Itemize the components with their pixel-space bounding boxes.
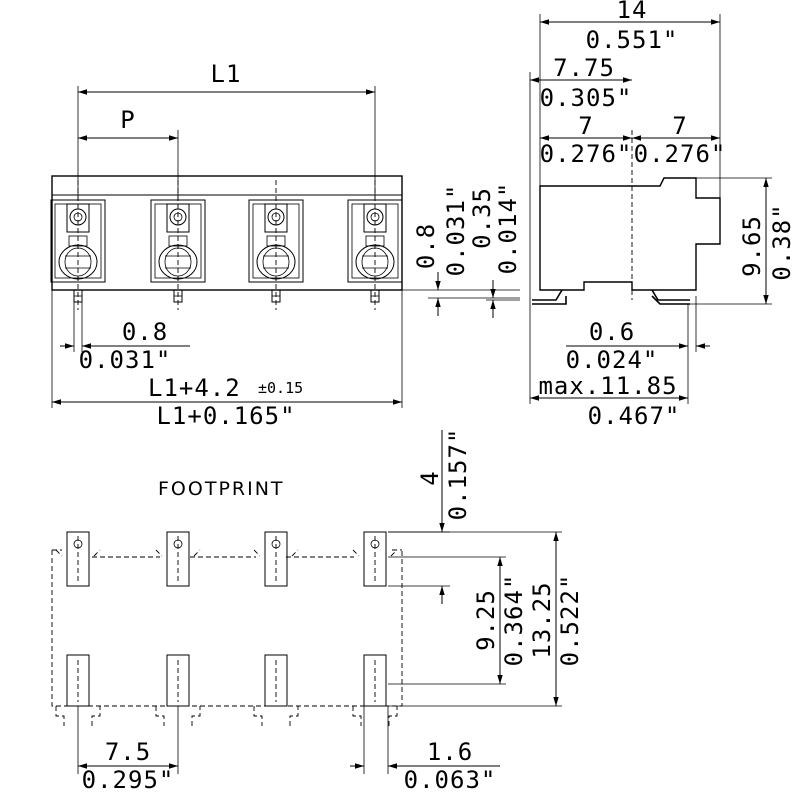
- dim-pitch: P: [120, 106, 135, 134]
- pad-bottom: [264, 654, 288, 707]
- pad-top: [66, 531, 90, 587]
- connector-body-side: [539, 177, 721, 291]
- footprint-pad-pair-3: [264, 531, 288, 707]
- pad-bottom: [363, 654, 387, 707]
- dim-standoff-mm: 0.8: [412, 223, 440, 269]
- dim-pad-w-mm: 1.6: [427, 738, 473, 766]
- dim-max-in: 0.467": [588, 402, 681, 430]
- terminal-3: [248, 180, 304, 310]
- footprint-view: FOOTPRINT 4 0.157" 9.25 0.364" 13.25 0.5…: [51, 428, 584, 794]
- dim-lead-mm: 0.6: [589, 318, 635, 346]
- dim-half-left-mm: 7: [578, 112, 593, 140]
- front-view: L1 P 0.8 0.031" L1+4.2 ±0.15 L1+0.165" 0…: [50, 60, 522, 430]
- dim-overall-tol: ±0.15: [258, 379, 303, 397]
- dim-half-right-in: 0.276": [634, 140, 727, 168]
- dim-pad-len-in: 0.157": [444, 428, 472, 521]
- dim-depth-in: 0.551": [586, 26, 679, 54]
- dim-lead-in: 0.024": [566, 346, 659, 374]
- dim-offset-in: 0.305": [540, 84, 633, 112]
- footprint-pad-pair-4: [363, 531, 387, 707]
- side-view: 14 0.551" 7.75 0.305" 7 7 0.276" 0.276" …: [529, 0, 796, 430]
- footprint-title: FOOTPRINT: [158, 478, 285, 500]
- dim-pad-w-in: 0.063": [404, 766, 497, 794]
- footprint-pad-pair-2: [166, 531, 190, 707]
- footprint-pad-pair-1: [66, 531, 90, 707]
- dim-pad-len-mm: 4: [416, 470, 444, 485]
- dim-standoff-in: 0.031": [442, 184, 470, 277]
- dim-inner-in: 0.364": [500, 574, 528, 667]
- dim-pitch-mm: 7.5: [105, 738, 151, 766]
- pad-top: [166, 531, 190, 587]
- dim-overall-in: L1+0.165": [156, 402, 295, 430]
- dim-overall-mm: L1+4.2: [148, 374, 241, 402]
- dim-pitch-in: 0.295": [82, 766, 175, 794]
- dim-height-in: 0.38": [768, 203, 796, 280]
- dim-height-mm: 9.65: [738, 215, 766, 277]
- dim-max-mm: max.11.85: [538, 372, 677, 400]
- dim-half-right-mm: 7: [672, 112, 687, 140]
- outline-notch: [253, 549, 299, 557]
- outline-notch: [55, 549, 101, 557]
- footprint-pads: [66, 531, 387, 707]
- dim-lead-thk-mm: 0.35: [468, 187, 496, 249]
- dim-inner-mm: 9.25: [472, 589, 500, 651]
- dim-outer-in: 0.522": [556, 574, 584, 667]
- dim-half-left-in: 0.276": [540, 140, 633, 168]
- dim-offset-mm: 7.75: [553, 54, 615, 82]
- dim-depth-mm: 14: [617, 0, 648, 24]
- dim-L1: L1: [211, 60, 242, 88]
- terminal-4: [347, 180, 403, 310]
- outline-notch: [352, 549, 398, 557]
- dim-lead-thk-in: 0.014": [494, 182, 522, 275]
- outline-tab: [55, 706, 101, 726]
- outline-tab: [155, 706, 201, 726]
- pad-top: [363, 531, 387, 587]
- dim-outer-mm: 13.25: [528, 581, 556, 658]
- outline-tab: [352, 706, 398, 726]
- pad-top: [264, 531, 288, 587]
- dim-pin-width-mm: 0.8: [122, 318, 168, 346]
- outline-notch: [155, 549, 201, 557]
- outline-tab: [253, 706, 299, 726]
- footprint-outline: [55, 549, 398, 726]
- dim-pin-width-in: 0.031": [79, 346, 172, 374]
